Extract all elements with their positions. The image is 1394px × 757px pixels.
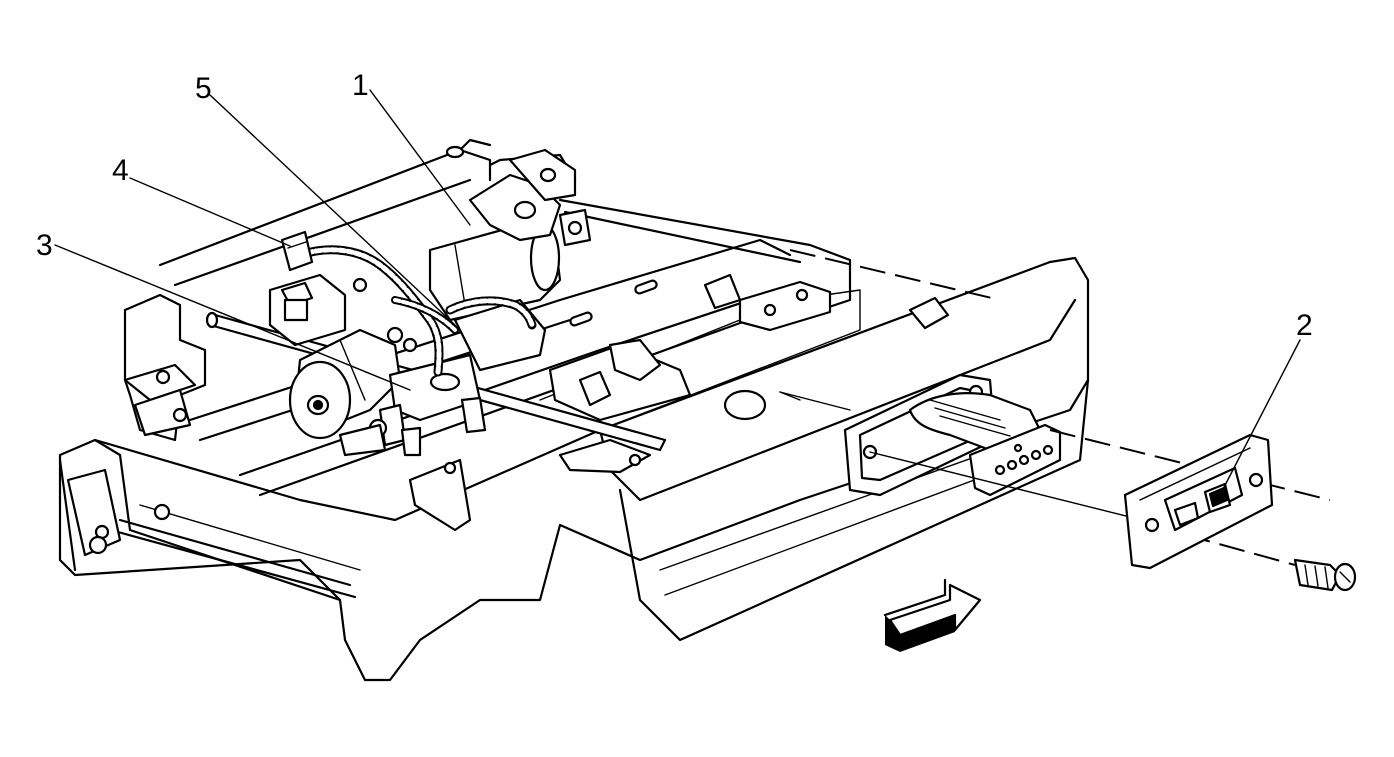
- callout-4: 4: [112, 154, 129, 187]
- wiring-harness: [280, 230, 537, 377]
- callout-2: 2: [1296, 309, 1313, 342]
- callout-labels: 1 2 3 4 5: [36, 69, 1313, 342]
- direction-arrow: [883, 578, 982, 652]
- callout-5: 5: [195, 72, 212, 105]
- callout-3: 3: [36, 229, 53, 262]
- callout-1: 1: [352, 69, 369, 102]
- seat-frame: [58, 138, 1090, 682]
- screw: [1293, 558, 1357, 592]
- seat-switch-bezel: [1123, 433, 1274, 570]
- leader-lines: [54, 89, 1301, 496]
